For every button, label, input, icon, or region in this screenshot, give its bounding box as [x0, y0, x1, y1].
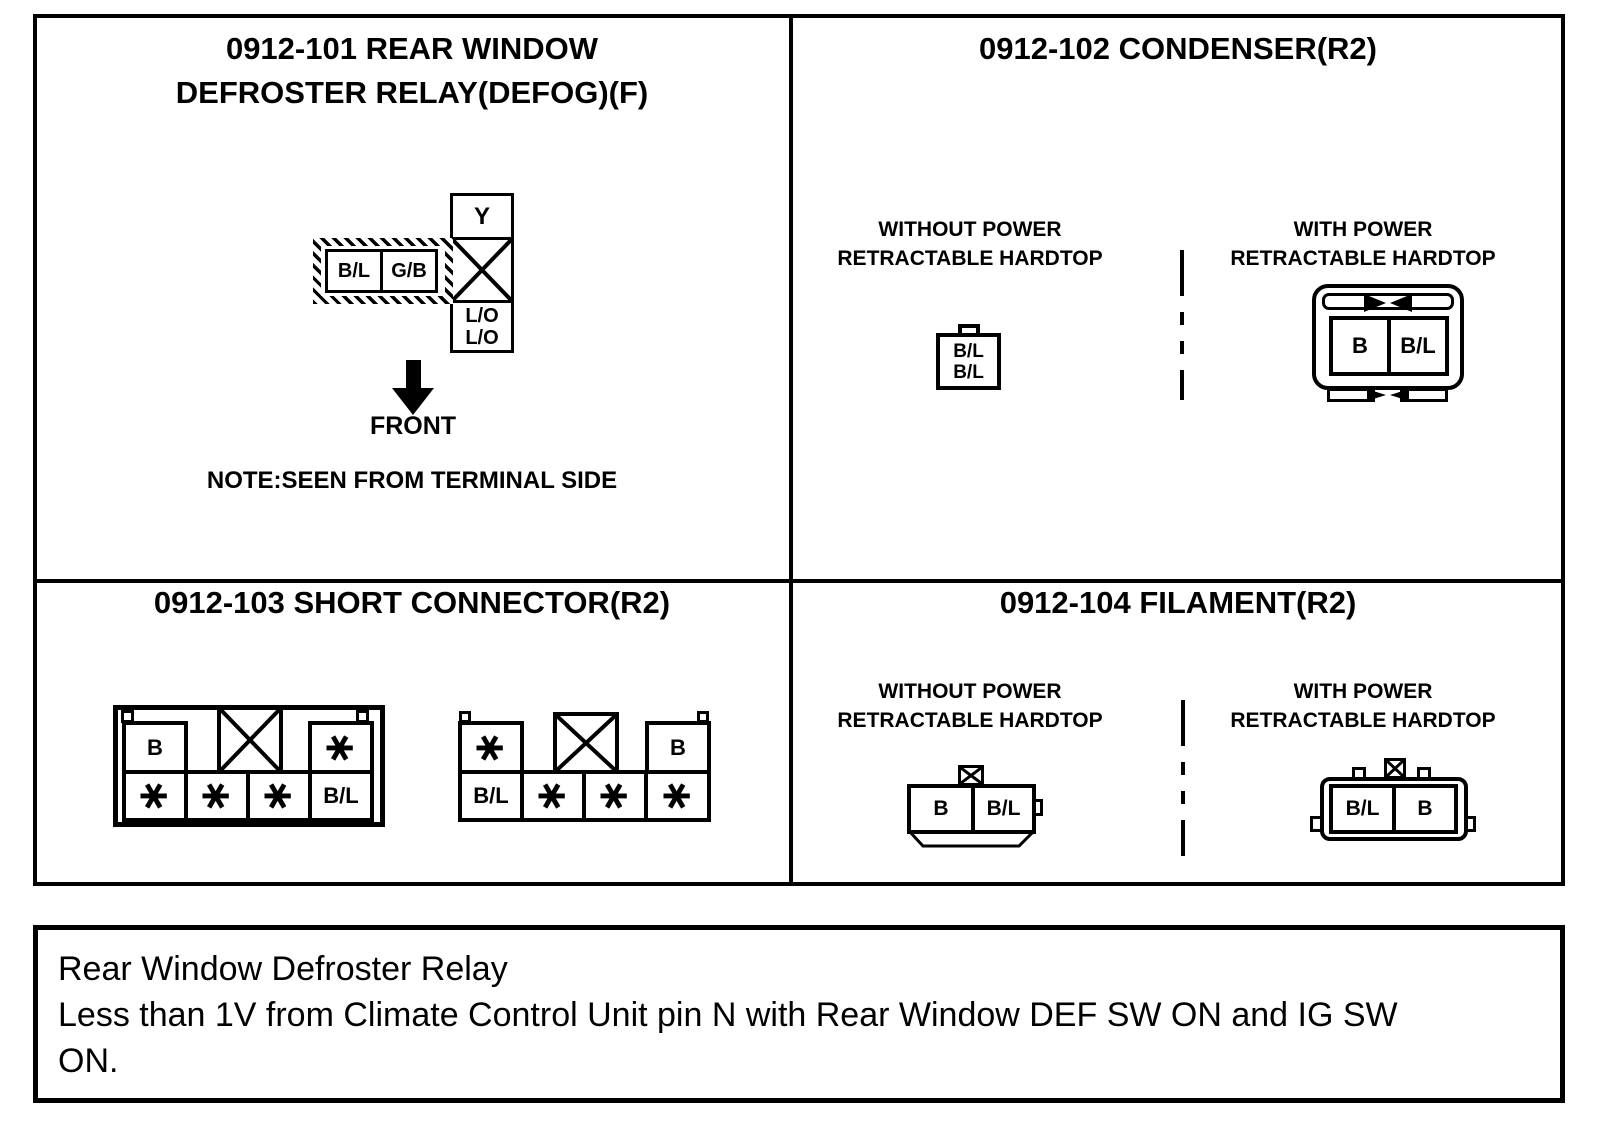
shortconn-left-bottom-cell-3: ∗	[246, 770, 312, 822]
filament-with-line2: RETRACTABLE HARDTOP	[1230, 709, 1496, 732]
relay-pin-y-label: Y	[473, 202, 490, 230]
shortconn-left-bottom-cell-1: ∗	[122, 770, 188, 822]
shortconn-left-top-cell-1: B	[122, 721, 188, 774]
filament-wo-pin2-cell: B/L	[971, 784, 1036, 834]
pin-label: B	[670, 734, 686, 760]
condenser-without-heading: WITHOUT POWER RETRACTABLE HARDTOP	[820, 215, 1120, 273]
condenser-without-line2: RETRACTABLE HARDTOP	[837, 247, 1103, 270]
pin-label: B/L	[323, 783, 359, 808]
relay-hatched-housing: B/L G/B	[313, 238, 453, 304]
shortconn-right-top-cell-2: B	[645, 721, 711, 774]
condenser-with-pin2: B/L	[1400, 333, 1436, 358]
shortconn-left-bottom-cell-2: ∗	[184, 770, 250, 822]
relay-pin-bl-label: B/L	[337, 259, 371, 282]
relay-pin-lo2-label: L/O	[465, 326, 499, 349]
filament-with-pin2-cell: B	[1392, 784, 1458, 834]
shortconn-right-crossed-cell	[553, 712, 619, 774]
pin-label: B/L	[986, 797, 1021, 820]
pin-label: B/L	[1345, 797, 1380, 820]
condenser-with-pin1-cell: B	[1329, 316, 1391, 376]
condenser-wo-connector: B/L B/L	[936, 333, 1001, 390]
pin-label: B/L	[473, 783, 509, 808]
relay-pin-y: Y	[450, 193, 514, 240]
x-icon	[557, 716, 615, 770]
filament-without-line1: WITHOUT POWER	[878, 680, 1062, 703]
condenser-with-pin2-cell: B/L	[1387, 316, 1449, 376]
filament-dashed-divider	[1181, 700, 1185, 856]
relay-title: 0912-101 REAR WINDOW DEFROSTER RELAY(DEF…	[33, 27, 791, 115]
front-arrow-head	[392, 388, 434, 415]
condenser-wo-pin2: B/L	[953, 361, 984, 383]
filament-without-heading: WITHOUT POWER RETRACTABLE HARDTOP	[820, 677, 1120, 735]
pin-label: B	[933, 797, 949, 820]
main-grid-border	[33, 14, 1565, 886]
relay-pin-gb-label: G/B	[391, 259, 427, 282]
footer-line1: Rear Window Defroster Relay	[58, 950, 508, 988]
x-icon	[221, 710, 279, 770]
x-icon	[1387, 761, 1403, 776]
filament-with-pin1-cell: B/L	[1329, 784, 1396, 834]
grid-horizontal-divider	[33, 579, 1565, 583]
shortconn-left-crossed-cell	[217, 706, 283, 774]
filament-with-line1: WITH POWER	[1293, 680, 1433, 703]
shortconn-right-bottom-cell-3: ∗	[582, 770, 648, 822]
relay-note: NOTE:SEEN FROM TERMINAL SIDE	[33, 466, 791, 496]
relay-pin-lo: L/O L/O	[450, 300, 514, 353]
condenser-title: 0912-102 CONDENSER(R2)	[791, 27, 1565, 71]
relay-pin-lo1-label: L/O	[465, 304, 499, 327]
filament-with-crossed-box	[1384, 758, 1406, 779]
shortconn-right-top-cell-1: ∗	[458, 721, 524, 774]
footer-line3: ON.	[58, 1042, 119, 1080]
shortconn-title: 0912-103 SHORT CONNECTOR(R2)	[33, 581, 791, 625]
front-arrow-shaft	[406, 360, 421, 388]
filament-title: 0912-104 FILAMENT(R2)	[791, 581, 1565, 625]
grid-vertical-divider	[789, 14, 793, 886]
condenser-with-line2: RETRACTABLE HARDTOP	[1230, 247, 1496, 270]
relay-title-line2: DEFROSTER RELAY(DEFOG)(F)	[175, 75, 649, 110]
condenser-dashed-divider	[1180, 250, 1184, 400]
filament-with-heading: WITH POWER RETRACTABLE HARDTOP	[1213, 677, 1513, 735]
shortconn-right-bottom-cell-4: ∗	[644, 770, 711, 822]
front-label-text: FRONT	[369, 411, 457, 440]
condenser-without-line1: WITHOUT POWER	[878, 218, 1062, 241]
footer-note-box: Rear Window Defroster Relay Less than 1V…	[33, 925, 1565, 1103]
footer-line2: Less than 1V from Climate Control Unit p…	[58, 996, 1398, 1034]
pin-label: B	[147, 734, 163, 760]
front-label: FRONT	[313, 412, 513, 440]
filament-without-line2: RETRACTABLE HARDTOP	[837, 709, 1103, 732]
relay-note-text: NOTE:SEEN FROM TERMINAL SIDE	[206, 467, 618, 494]
shortconn-right-bottom-cell-2: ∗	[520, 770, 586, 822]
filament-wo-crossed-box	[958, 765, 984, 786]
condenser-with-pin1: B	[1352, 333, 1368, 358]
condenser-wo-pin1: B/L	[953, 340, 984, 362]
condenser-bowtie-icon	[1364, 294, 1412, 312]
x-icon	[453, 240, 511, 300]
shortconn-title-text: 0912-103 SHORT CONNECTOR(R2)	[153, 585, 671, 620]
shortconn-left-top-cell-2: ∗	[308, 721, 374, 774]
pin-label: B	[1417, 797, 1433, 820]
condenser-bottom-bowtie-icon	[1367, 389, 1409, 401]
relay-pin-bl: B/L	[325, 249, 383, 293]
condenser-with-top-bar	[1322, 293, 1454, 310]
condenser-with-line1: WITH POWER	[1293, 218, 1433, 241]
relay-title-line1: 0912-101 REAR WINDOW	[225, 31, 599, 66]
shortconn-left-bottom-cell-4: B/L	[308, 770, 374, 822]
shortconn-right-bottom-cell-1: B/L	[458, 770, 524, 822]
condenser-with-heading: WITH POWER RETRACTABLE HARDTOP	[1213, 215, 1513, 273]
filament-title-text: 0912-104 FILAMENT(R2)	[999, 585, 1357, 620]
relay-crossed-cell	[450, 237, 514, 303]
filament-wo-pin1-cell: B	[907, 784, 975, 834]
relay-pin-gb: G/B	[380, 249, 438, 293]
condenser-title-text: 0912-102 CONDENSER(R2)	[979, 31, 1377, 66]
x-icon	[961, 768, 981, 783]
